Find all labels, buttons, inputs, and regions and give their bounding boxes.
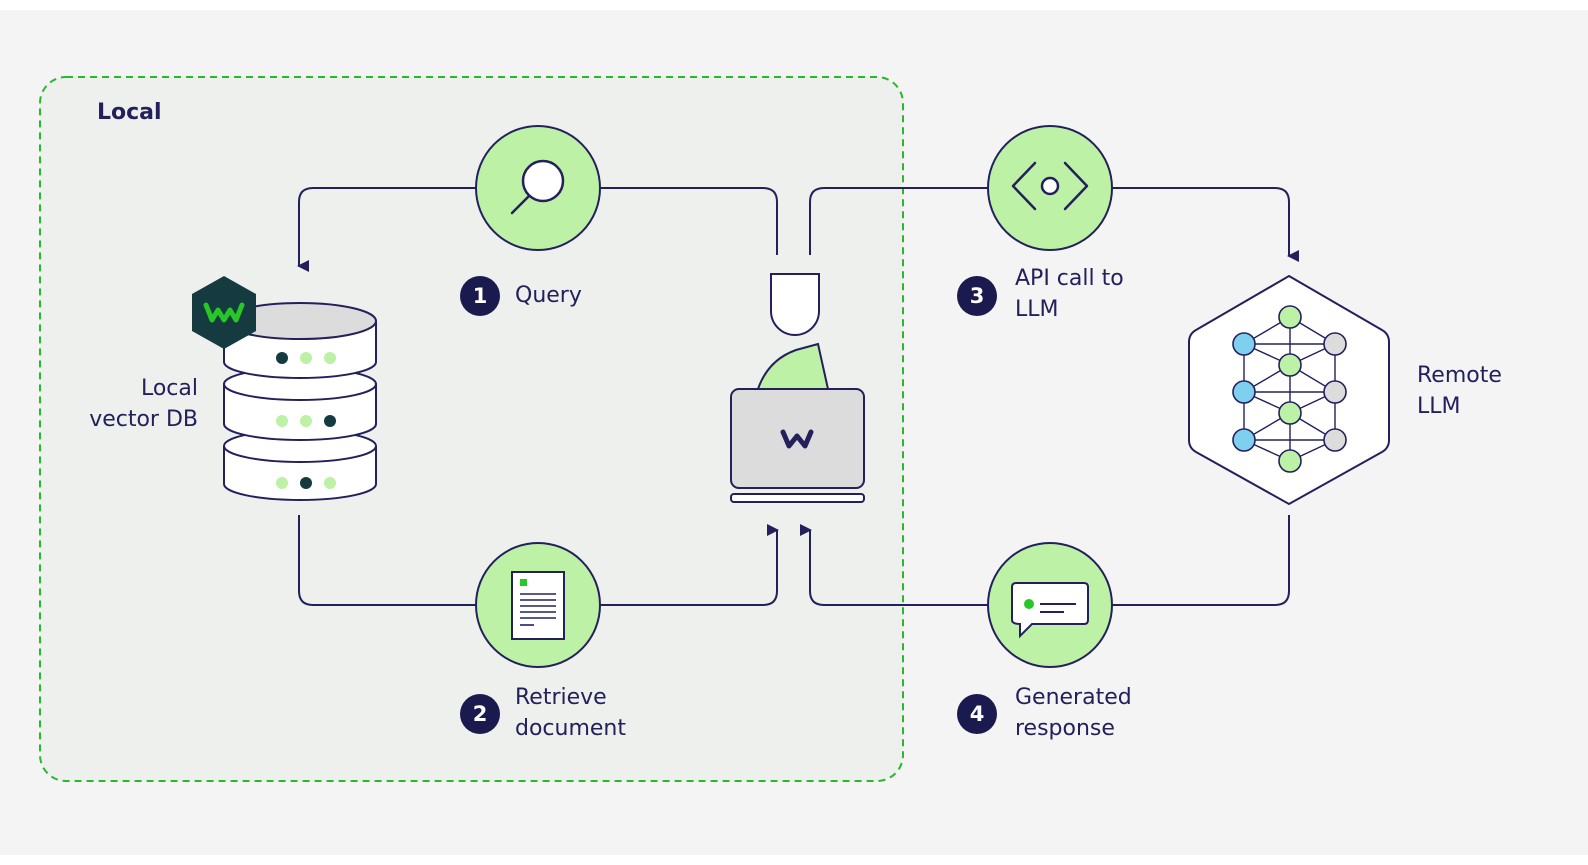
document-icon: [511, 571, 565, 640]
step-4-node: [987, 542, 1113, 668]
step-1-label: Query: [515, 283, 582, 308]
user-laptop-icon: [730, 273, 865, 503]
step-2-label: Retrieve document: [515, 685, 626, 741]
step-3-node: [987, 125, 1113, 251]
step-2-badge: 2: [460, 694, 500, 734]
brand-logo-icon: [192, 276, 256, 349]
step-1-badge: 1: [460, 276, 500, 316]
local-zone-label: Local: [97, 100, 162, 125]
step-3-label: API call to LLM: [1015, 266, 1124, 322]
step-4-badge: 4: [957, 694, 997, 734]
laptop-logo-icon: [780, 429, 814, 449]
remote-llm-icon: [1188, 274, 1390, 506]
step-1-node: [475, 125, 601, 251]
user-head-icon: [770, 273, 820, 336]
step-3-badge: 3: [957, 276, 997, 316]
neural-network-nodes: [1232, 305, 1347, 473]
search-icon: [510, 159, 565, 215]
step-4-label: Generated response: [1015, 685, 1132, 741]
remote-llm-label: Remote LLM: [1417, 363, 1502, 419]
step-2-node: [475, 542, 601, 668]
vector-db-icon: [223, 302, 377, 501]
chat-bubble-icon: [1011, 582, 1089, 639]
user-body-icon: [756, 342, 830, 390]
vector-db-label: Local vector DB: [89, 376, 198, 432]
code-icon: [1011, 161, 1089, 211]
laptop-base: [730, 493, 865, 503]
